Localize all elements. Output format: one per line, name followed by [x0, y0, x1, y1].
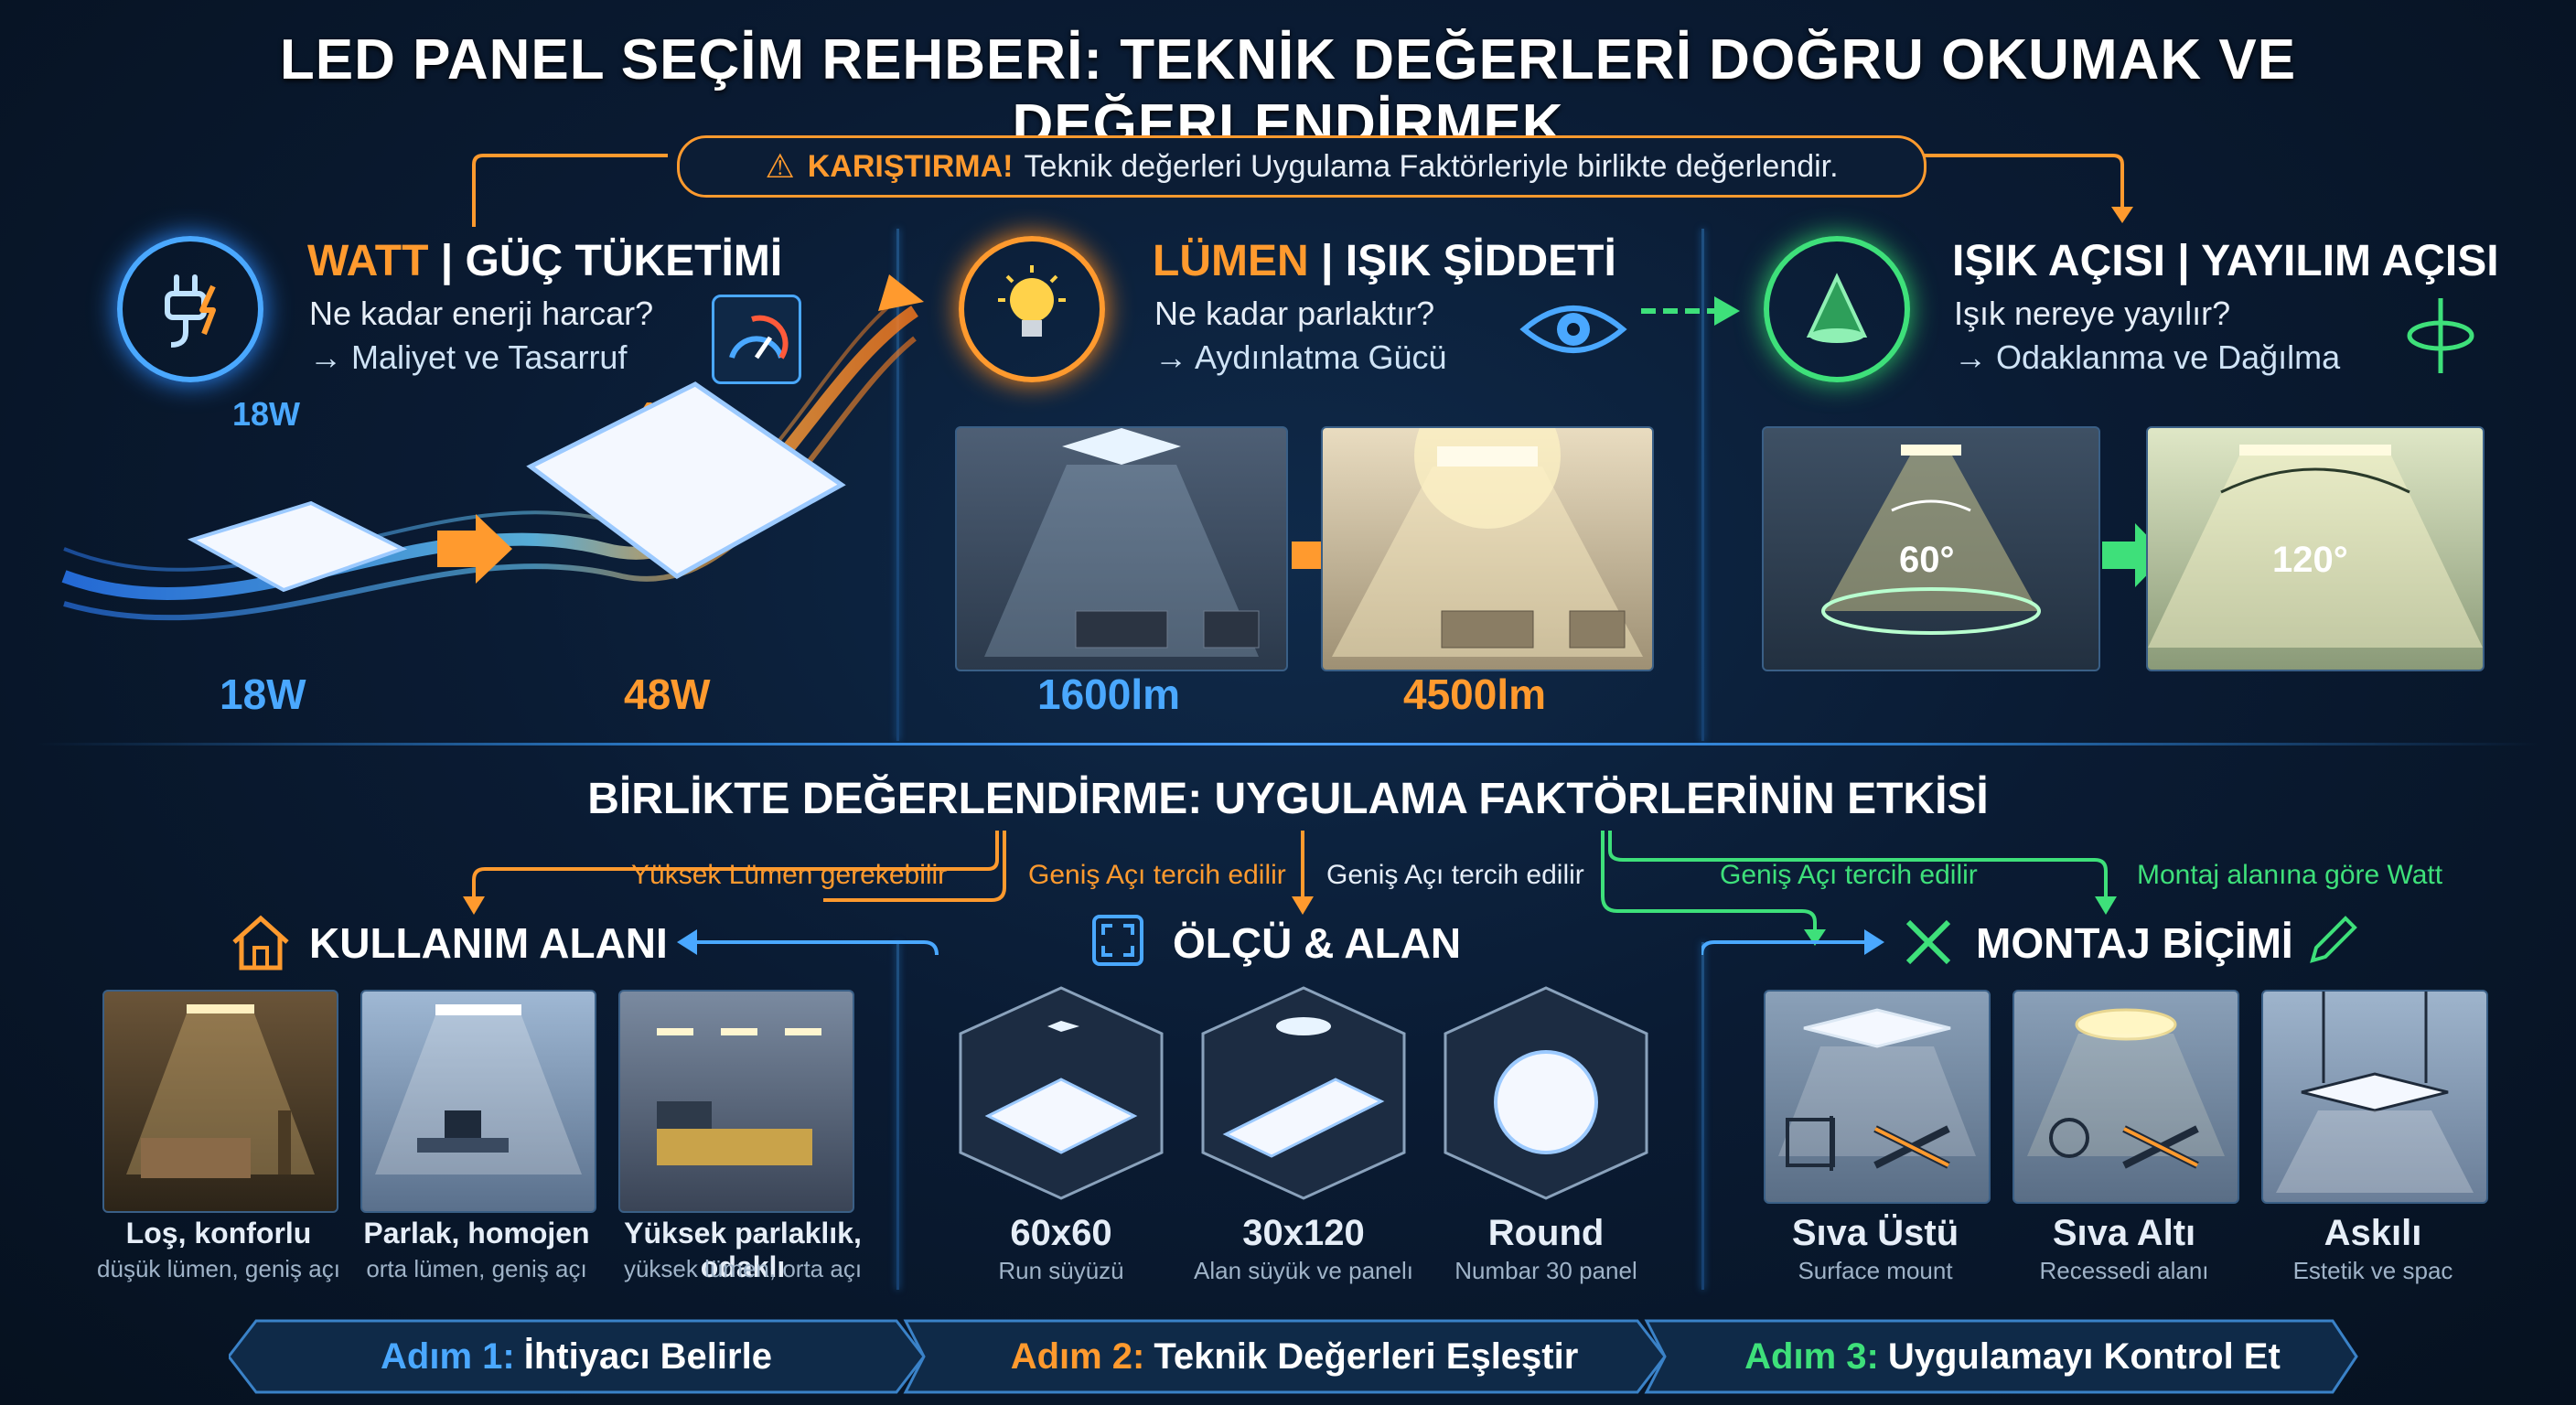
room-wide-beam-image — [2146, 426, 2485, 671]
lumen-title-a: LÜMEN — [1153, 237, 1309, 285]
watt-title-a: WATT — [307, 237, 429, 285]
angle-question: Işık nereye yayılır? — [1954, 295, 2231, 332]
flow-connectors — [463, 831, 2117, 946]
step-2: Adım 2: Teknik Değerleri Eşleştir — [924, 1321, 1665, 1392]
mount-title: MONTAJ BİÇİMİ — [1976, 919, 2293, 967]
usage-image-office — [360, 990, 596, 1213]
bulb-icon — [959, 236, 1105, 382]
gauge-icon — [712, 295, 801, 384]
angle-right: 120° — [2272, 540, 2348, 580]
watt-question: Ne kadar enerji harcar? — [309, 295, 654, 332]
usage-image-industrial — [618, 990, 854, 1213]
mount-label-2: Sıva Altı — [2052, 1213, 2196, 1253]
size-title: ÖLÇÜ & ALAN — [1173, 919, 1462, 967]
step-1-text: İhtiyacı Belirle — [523, 1335, 772, 1377]
usage-sub-2: orta lümen, geniş açı — [366, 1255, 587, 1282]
pencil-icon — [2305, 913, 2360, 972]
page-title: LED PANEL SEÇİM REHBERİ: TEKNİK DEĞERLER… — [279, 28, 2297, 156]
flow-label-1: Yüksek Lümen gerekebilir — [631, 860, 948, 890]
watt-answer: → Maliyet ve Tasarruf — [309, 338, 628, 376]
watt-bottom-right: 48W — [624, 670, 711, 718]
watt-bottom-left: 18W — [220, 670, 306, 718]
watt-title: WATT | GÜÇ TÜKETİMİ — [307, 237, 783, 285]
lumen-title-b: IŞIK ŞİDDETİ — [1345, 237, 1616, 285]
house-icon — [229, 913, 293, 976]
mount-image-recessed — [2012, 990, 2239, 1204]
lumen-title: LÜMEN | IŞIK ŞİDDETİ — [1153, 237, 1616, 285]
step-1-num: Adım 1: — [381, 1335, 515, 1377]
mount-label-1: Sıva Üstü — [1791, 1213, 1959, 1253]
step-2-num: Adım 2: — [1010, 1335, 1145, 1377]
usage-arrow — [677, 924, 951, 965]
usage-sub-1: düşük lümen, geniş açı — [97, 1255, 340, 1282]
tools-icon — [1899, 913, 1958, 976]
size-label-2: 30x120 — [1242, 1213, 1365, 1253]
usage-sub-3: yüksek lümen, orta açı — [623, 1255, 863, 1282]
size-sub-2: Alan süyük ve panelı — [1194, 1257, 1413, 1284]
rotate-icon — [2404, 295, 2477, 381]
watt-top-left: 18W — [232, 395, 301, 433]
usage-label-1: Loş, konforlu — [125, 1217, 312, 1249]
warning-banner: ⚠ KARIŞTIRMA! Teknik değerleri Uygulama … — [677, 135, 1927, 198]
energy-wave — [61, 274, 924, 621]
flow-label-3: Geniş Açı tercih edilir — [1326, 860, 1584, 890]
step-3-num: Adım 3: — [1744, 1335, 1879, 1377]
angle-left: 60° — [1899, 540, 1955, 580]
flow-label-4: Geniş Açı tercih edilir — [1720, 860, 1978, 890]
cone-icon — [1764, 236, 1910, 382]
mount-label-3: Askılı — [2324, 1213, 2422, 1253]
size-label-3: Round — [1487, 1213, 1605, 1253]
size-label-1: 60x60 — [1010, 1213, 1112, 1253]
size-sub-1: Run süyüzü — [998, 1257, 1124, 1284]
lumen-left: 1600lm — [1037, 670, 1181, 718]
step-1: Adım 1: İhtiyacı Belirle — [229, 1321, 924, 1392]
warning-bracket — [472, 154, 2133, 227]
step-3-text: Uygulamayı Kontrol Et — [1887, 1335, 2281, 1377]
step-3: Adım 3: Uygulamayı Kontrol Et — [1665, 1321, 2360, 1392]
resize-icon — [1090, 913, 1145, 972]
mount-sub-1: Surface mount — [1798, 1257, 1953, 1284]
usage-label-2: Parlak, homojen — [363, 1217, 590, 1249]
room-bright-image — [1321, 426, 1654, 671]
steps-bar — [229, 1319, 2358, 1394]
usage-title: KULLANIM ALANI — [309, 919, 668, 967]
step-2-text: Teknik Değerleri Eşleştir — [1154, 1335, 1579, 1377]
mount-image-surface — [1764, 990, 1991, 1204]
size-sub-3: Numbar 30 panel — [1454, 1257, 1637, 1284]
mount-image-pendant — [2261, 990, 2488, 1204]
warning-text: Teknik değerleri Uygulama Faktörleriyle … — [1024, 148, 1839, 184]
watt-title-b: GÜÇ TÜKETİMİ — [465, 237, 783, 285]
section2-title: BİRLİKTE DEĞERLENDİRME: UYGULAMA FAKTÖRL… — [587, 775, 1989, 823]
warning-icon: ⚠ — [765, 147, 795, 185]
mount-sub-3: Estetik ve spac — [2292, 1257, 2453, 1284]
angle-title: IŞIK AÇISI | YAYILIM AÇISI — [1952, 237, 2499, 285]
lumen-answer: → Aydınlatma Gücü — [1154, 338, 1447, 376]
warning-label: KARIŞTIRMA! — [807, 148, 1014, 184]
usage-image-home — [102, 990, 338, 1213]
eye-icon — [1519, 295, 1628, 369]
usage-label-3: Yüksek parlaklık, odaklı — [624, 1217, 862, 1283]
size-shapes — [959, 986, 1648, 1200]
flow-label-2: Geniş Açı tercih edilir — [1028, 860, 1286, 890]
room-dim-image — [955, 426, 1288, 671]
lumen-right: 4500lm — [1403, 670, 1547, 718]
flow-label-5: Montaj alanına göre Watt — [2137, 860, 2443, 890]
angle-answer: → Odaklanma ve Dağılma — [1954, 338, 2341, 376]
mount-sub-2: Recessedi alanı — [2039, 1257, 2209, 1284]
mount-arrow — [1700, 924, 1884, 965]
arrow-lumen-to-angle — [1641, 293, 1742, 334]
lumen-question: Ne kadar parlaktır? — [1154, 295, 1435, 332]
room-narrow-beam-image — [1762, 426, 2100, 671]
plug-icon — [117, 236, 263, 382]
